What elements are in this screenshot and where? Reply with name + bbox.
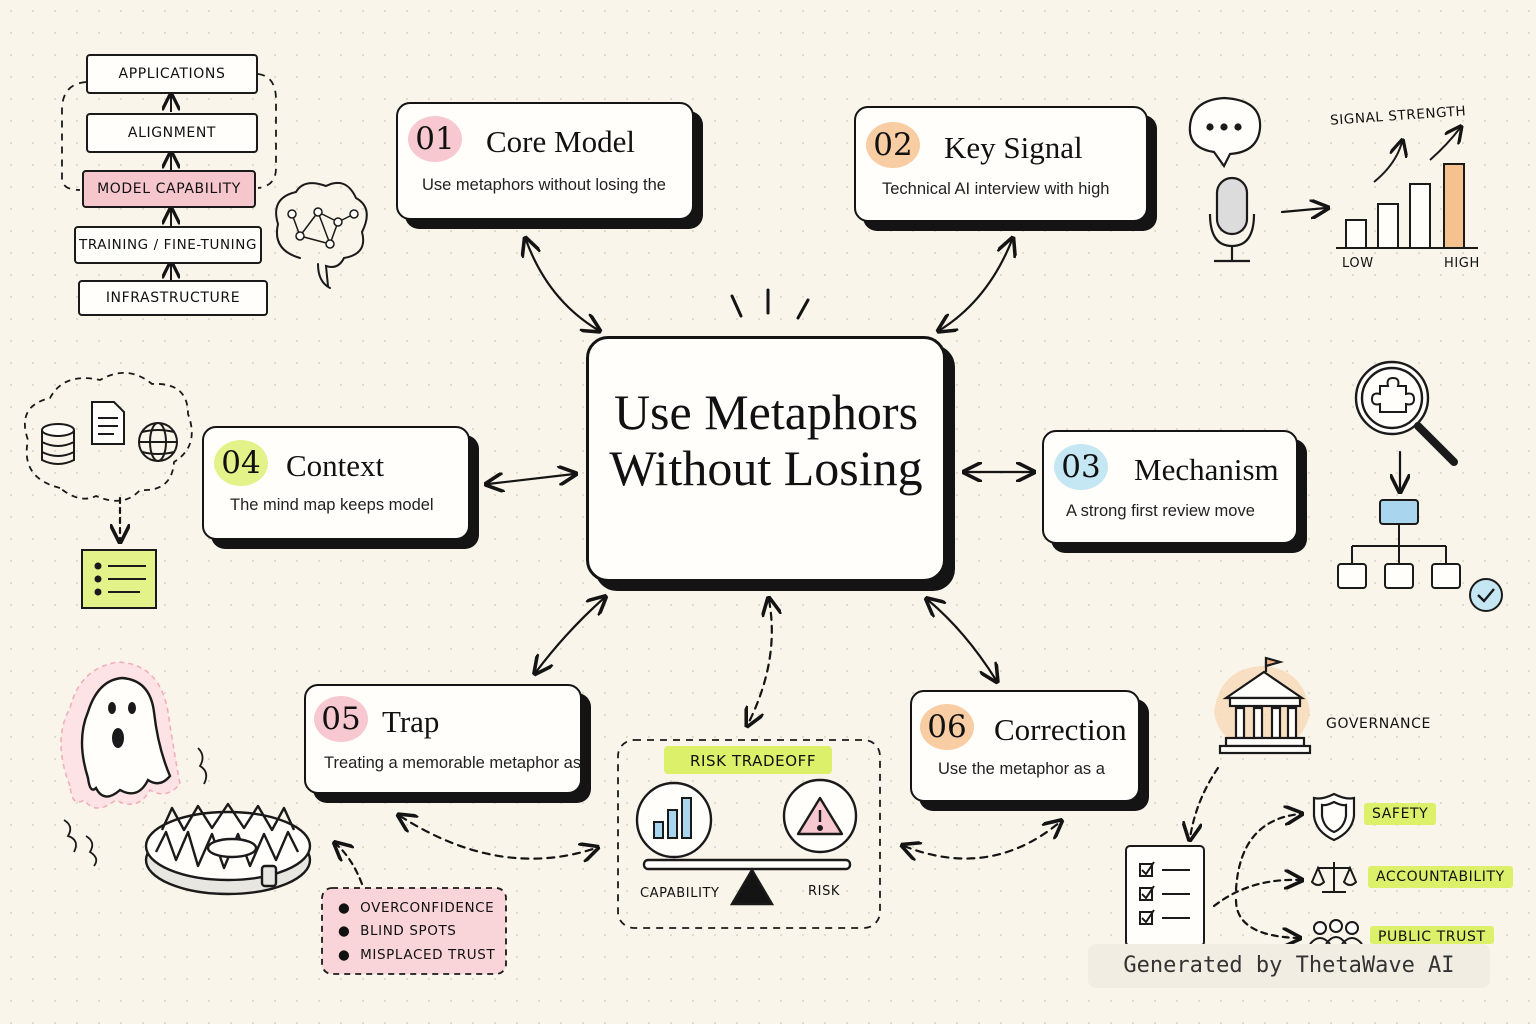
trap-list-item: ● BLIND SPOTS <box>338 923 457 939</box>
check-circle-icon <box>1469 578 1503 612</box>
card-correction-desc: Use the metaphor as a <box>938 760 1105 778</box>
emphasis-burst-icon <box>730 288 810 320</box>
database-icon <box>41 423 75 465</box>
card-context-desc: The mind map keeps model <box>230 496 434 514</box>
microphone-icon <box>1208 176 1256 263</box>
arrow-context <box>488 474 574 484</box>
document-icon <box>91 401 125 445</box>
shield-icon <box>1312 792 1356 842</box>
notes-list-icon <box>81 549 157 609</box>
card-mechanism-badge: 03 <box>1054 444 1108 490</box>
stack-alignment: ALIGNMENT <box>86 113 258 153</box>
justice-scale-icon <box>1310 862 1358 893</box>
card-key-signal[interactable]: 02 Key Signal Technical AI interview wit… <box>854 106 1148 222</box>
ghost-icon <box>60 661 208 867</box>
bear-trap-icon <box>144 802 312 896</box>
governance-public-trust: PUBLIC TRUST <box>1370 926 1494 944</box>
arrow-mic-chart <box>1280 208 1326 212</box>
card-mechanism-desc: A strong first review move <box>1066 502 1255 520</box>
card-trap-title: Trap <box>382 704 440 739</box>
card-core-model[interactable]: 01 Core Model Use metaphors without losi… <box>396 102 694 220</box>
risk-tradeoff-title: RISK TRADEOFF <box>690 752 817 770</box>
arrow-risk-correction <box>904 822 1060 859</box>
risk-title-highlight <box>664 746 832 774</box>
trap-list-item: ● OVERCONFIDENCE <box>338 900 495 916</box>
arrow-safety <box>1234 814 1300 892</box>
signal-high-label: HIGH <box>1444 256 1480 271</box>
risk-risk-label: RISK <box>808 884 841 899</box>
signal-low-label: LOW <box>1342 256 1374 271</box>
card-context-badge: 04 <box>214 440 268 486</box>
trap-list-item: ● MISPLACED TRUST <box>338 947 496 963</box>
speech-bubble-icon <box>1188 96 1262 169</box>
cloud-data-icon <box>23 372 193 502</box>
bar-chart-icon <box>1336 128 1478 249</box>
connector-arrows <box>120 208 1400 938</box>
brain-network-icon <box>275 182 368 289</box>
people-icon <box>1309 919 1363 945</box>
risk-frame <box>617 739 881 929</box>
puzzle-magnifier-icon <box>1354 360 1458 466</box>
governance-label: GOVERNANCE <box>1326 716 1431 732</box>
governance-accountability: ACCOUNTABILITY <box>1368 866 1513 888</box>
card-mechanism[interactable]: 03 Mechanism A strong first review move <box>1042 430 1298 544</box>
card-correction-title: Correction <box>994 712 1127 747</box>
bank-building-icon <box>1214 656 1312 755</box>
stack-applications: APPLICATIONS <box>86 54 258 94</box>
arrow-risk <box>748 600 772 724</box>
stack-training-fine-tuning: TRAINING / FINE-TUNING <box>74 226 262 264</box>
card-core-model-badge: 01 <box>408 116 462 162</box>
card-context-title: Context <box>286 448 385 483</box>
risk-capability-label: CAPABILITY <box>640 886 720 901</box>
central-topic-card[interactable]: Use Metaphors Without Losing <box>586 336 946 582</box>
card-correction-badge: 06 <box>920 704 974 750</box>
trap-list-box <box>321 887 507 975</box>
card-mechanism-title: Mechanism <box>1134 452 1279 487</box>
card-correction[interactable]: 06 Correction Use the metaphor as a <box>910 690 1140 802</box>
card-trap[interactable]: 05 Trap Treating a memorable metaphor as <box>304 684 582 794</box>
arrow-trap-list <box>336 844 364 886</box>
arrow-key-signal <box>940 240 1012 330</box>
card-context[interactable]: 04 Context The mind map keeps model <box>202 426 470 540</box>
checklist-icon <box>1125 845 1205 947</box>
arrow-trap <box>536 598 604 672</box>
arrow-bank-checklist <box>1190 766 1220 838</box>
stack-model-capability: MODEL CAPABILITY <box>82 170 256 208</box>
card-key-signal-desc: Technical AI interview with high <box>882 180 1110 198</box>
hierarchy-tree-icon <box>1337 499 1461 589</box>
arrow-accountability <box>1212 880 1300 908</box>
central-topic-line2: Without Losing <box>609 440 923 496</box>
stack-feedback-loop <box>61 73 277 191</box>
card-trap-badge: 05 <box>314 696 368 742</box>
stack-infrastructure: INFRASTRUCTURE <box>78 280 268 316</box>
arrow-trap-risk <box>400 816 596 859</box>
card-key-signal-badge: 02 <box>866 122 920 168</box>
arrow-correction <box>928 600 996 680</box>
arrow-core-model <box>526 240 598 330</box>
card-trap-desc: Treating a memorable metaphor as <box>324 754 582 772</box>
arrow-public-trust <box>1234 898 1298 938</box>
watermark: Generated by ThetaWave AI <box>1088 944 1490 988</box>
central-topic-line1: Use Metaphors <box>613 384 919 440</box>
governance-safety: SAFETY <box>1364 803 1437 825</box>
card-core-model-desc: Use metaphors without losing the <box>422 176 666 194</box>
card-key-signal-title: Key Signal <box>944 130 1083 165</box>
warning-icon <box>796 796 844 836</box>
globe-icon <box>138 422 178 462</box>
card-core-model-title: Core Model <box>486 124 635 159</box>
